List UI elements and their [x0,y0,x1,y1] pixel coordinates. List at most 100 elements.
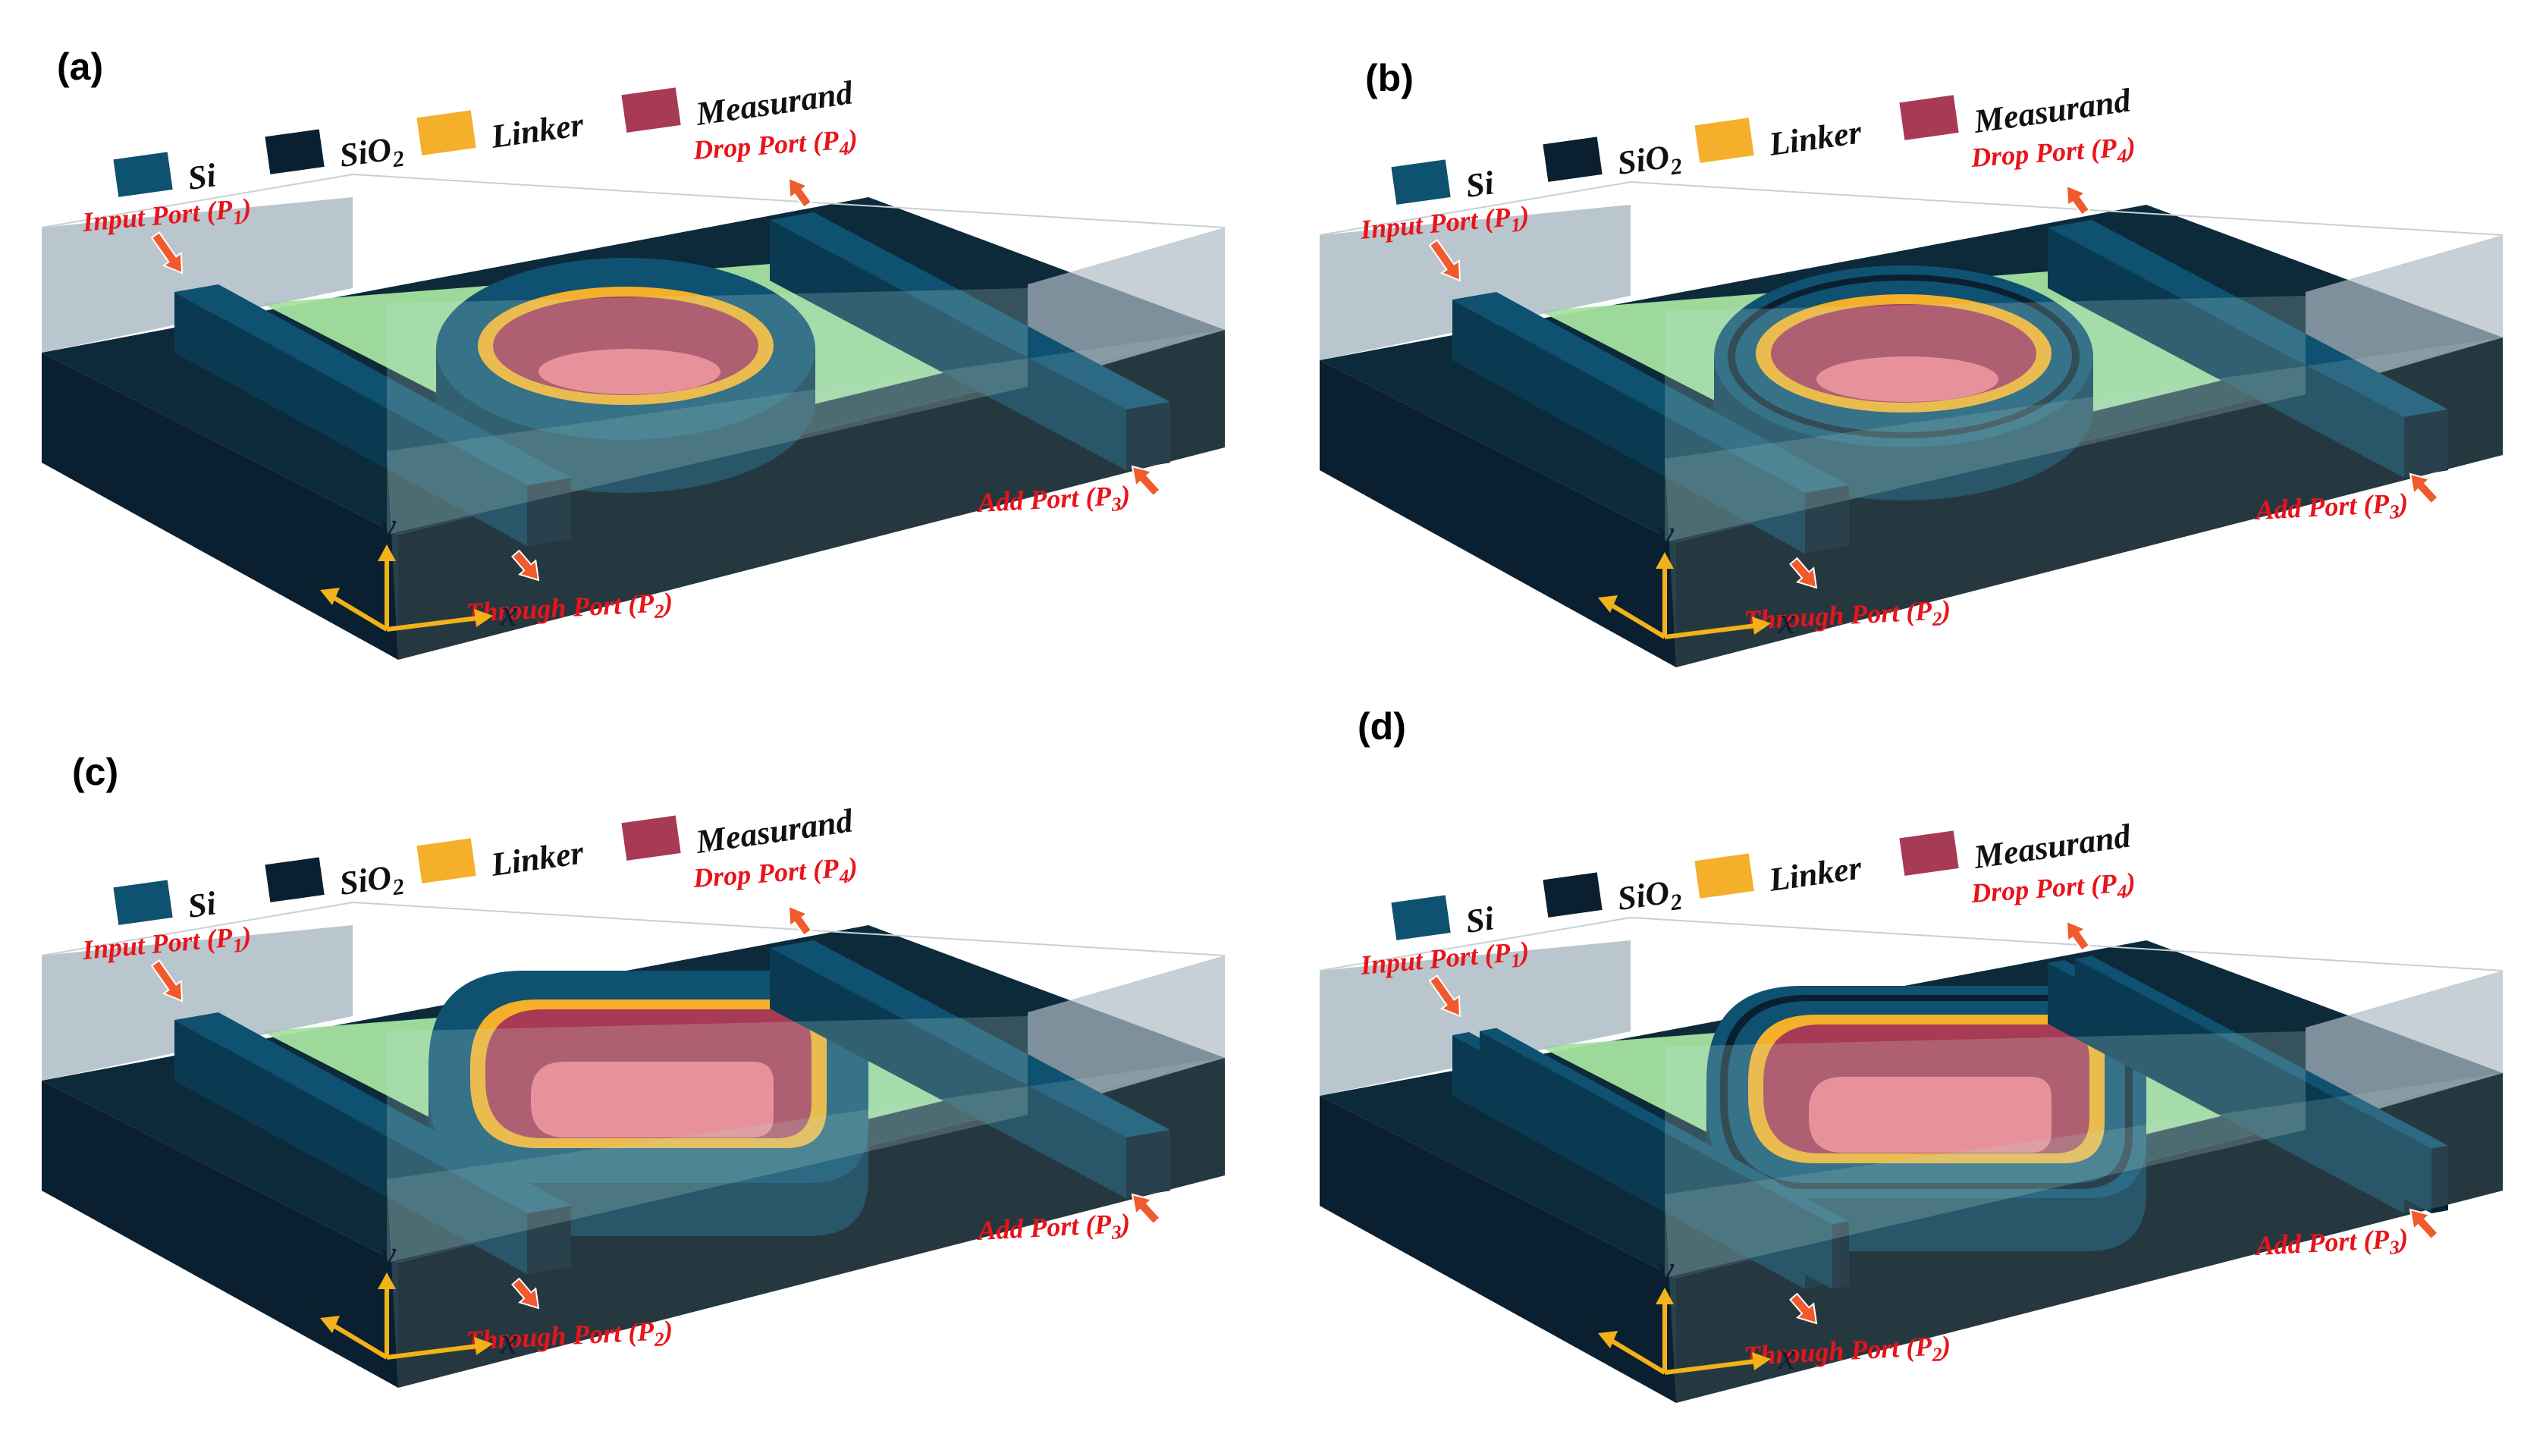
glass-right-face [2306,971,2503,1130]
glass-front-overlay [1665,337,2503,667]
through-port-label-close: ) [1939,1330,1951,1361]
z-axis-label: z [303,557,318,600]
measurand-highlight [1816,356,1998,402]
add-port-label: Add Port (P3) [2253,1223,2409,1266]
z-axis-arrowhead [320,588,340,605]
glass-left-face [42,925,353,1081]
input-port-arrow [150,959,184,1003]
legend-swatch-linker [416,110,476,155]
add-port-arrow [1131,1193,1161,1225]
x-axis-label: x [500,592,517,634]
drop-port-label-sub: 4 [837,865,849,888]
input-port-arrow [1428,239,1461,282]
legend-swatch-si [113,152,173,197]
legend-swatch-sio2 [265,857,325,902]
legend-swatch-sio2 [1543,136,1603,182]
bus-waveguide-input-end [527,478,571,546]
y-axis-label: y [375,504,397,547]
glass-right-face [2306,235,2503,394]
bus-waveguide-input-side [174,1020,527,1274]
add-port-label-close: ) [2396,488,2409,519]
drop-port-label-close: ) [2123,867,2136,898]
glass-right-face [1028,956,1225,1115]
legend-label-si: Si [186,156,219,197]
y-axis-label: y [1653,512,1675,554]
through-port-label-close: ) [661,587,673,618]
y-axis-arrowhead [378,1272,396,1289]
panel-label: (c) [72,751,118,793]
panel-label: (b) [1365,57,1414,99]
bus-waveguide-input-top [1452,292,1849,493]
add-port-arrow [2409,472,2439,505]
bus-waveguide-input-top [174,284,571,485]
bus-waveguide-input-side [1452,300,1805,554]
glass-front-overlay [1665,1073,2503,1403]
add-port-label: Add Port (P3) [975,480,1131,523]
legend-swatch-linker [1694,118,1754,163]
bus-waveguide-input-end [527,1206,571,1274]
x-axis-arrowhead [474,1337,493,1355]
panel-label: (a) [57,46,103,88]
add-port-arrow [1131,465,1161,497]
legend-label-si: Si [186,884,219,925]
drop-port-arrow [2065,184,2091,216]
x-axis-arrowhead [1752,617,1771,635]
z-axis-line [332,1323,388,1360]
y-axis-label: y [375,1232,397,1275]
y-axis-arrowhead [1656,1288,1674,1304]
bus-waveguide-drop-side [770,220,1126,470]
bus-waveguide-input-side [174,292,527,546]
legend-label-sio2-main: SiO [337,858,394,902]
bus-waveguide-drop-side [770,948,1126,1198]
bus-waveguide-input-strip-2-side [1480,1031,1832,1289]
through-port-label-sub: 2 [653,600,664,623]
z-axis-arrowhead [1598,1331,1618,1348]
through-port-label-sub: 2 [1931,1343,1942,1366]
drop-port-label-close: ) [845,124,859,155]
measurand-highlight [531,1062,774,1138]
legend-label-sio2: SiO2 [1615,872,1684,923]
drop-port-label-sub: 4 [837,137,849,160]
through-port-label-close: ) [661,1315,673,1346]
input-port-arrow [150,231,184,275]
legend-label-sio2-sub: 2 [391,874,406,901]
legend-swatch-sio2 [265,129,325,174]
bus-waveguide-input-top [174,1012,571,1213]
glass-top-edge [41,901,1226,956]
drop-port-arrow [787,905,813,937]
add-port-label-sub: 3 [2388,500,2400,523]
through-port-label-sub: 2 [1931,607,1942,630]
legend-swatch-si [1391,895,1451,940]
x-axis-line [386,616,479,632]
panel-label: (d) [1358,705,1406,748]
panel-b: Input Port (P1)Through Port (P2)Add Port… [1319,57,2504,667]
add-port-label-close: ) [2396,1223,2409,1254]
bus-waveguide-input-strip-2-top [1480,1028,1849,1225]
glass-front-overlay [387,330,1225,660]
legend-label-sio2-main: SiO [1615,138,1672,182]
bus-waveguide-drop-strip-2-top [2075,956,2448,1149]
x-axis-arrowhead [1752,1352,1771,1370]
legend-swatch-sio2 [1543,872,1603,918]
drop-port-label-close: ) [845,852,859,883]
z-axis-label: z [1581,1301,1596,1343]
legend-swatch-si [1391,159,1451,205]
substrate-left-face [1320,1096,1676,1403]
legend-label-sio2-sub: 2 [1669,890,1684,916]
legend-swatch-linker [1694,853,1754,899]
through-port-label-sub: 2 [653,1328,664,1351]
x-axis-arrowhead [474,609,493,627]
bus-waveguide-drop-end [1126,402,1170,470]
input-port-label-sub: 1 [1510,949,1521,972]
measurand-highlight [538,349,720,394]
legend-swatch-si [113,880,173,925]
z-axis-label: z [1581,565,1596,607]
x-axis-label: x [1778,599,1795,642]
glass-top-edge [1319,180,2504,236]
legend-label-si: Si [1464,164,1497,205]
drop-port-label-sub: 4 [2115,880,2127,903]
through-port-arrow [1789,1292,1818,1325]
add-port-label-text: Add Port (P [2253,1224,2391,1261]
input-port-label-sub: 1 [232,934,243,957]
